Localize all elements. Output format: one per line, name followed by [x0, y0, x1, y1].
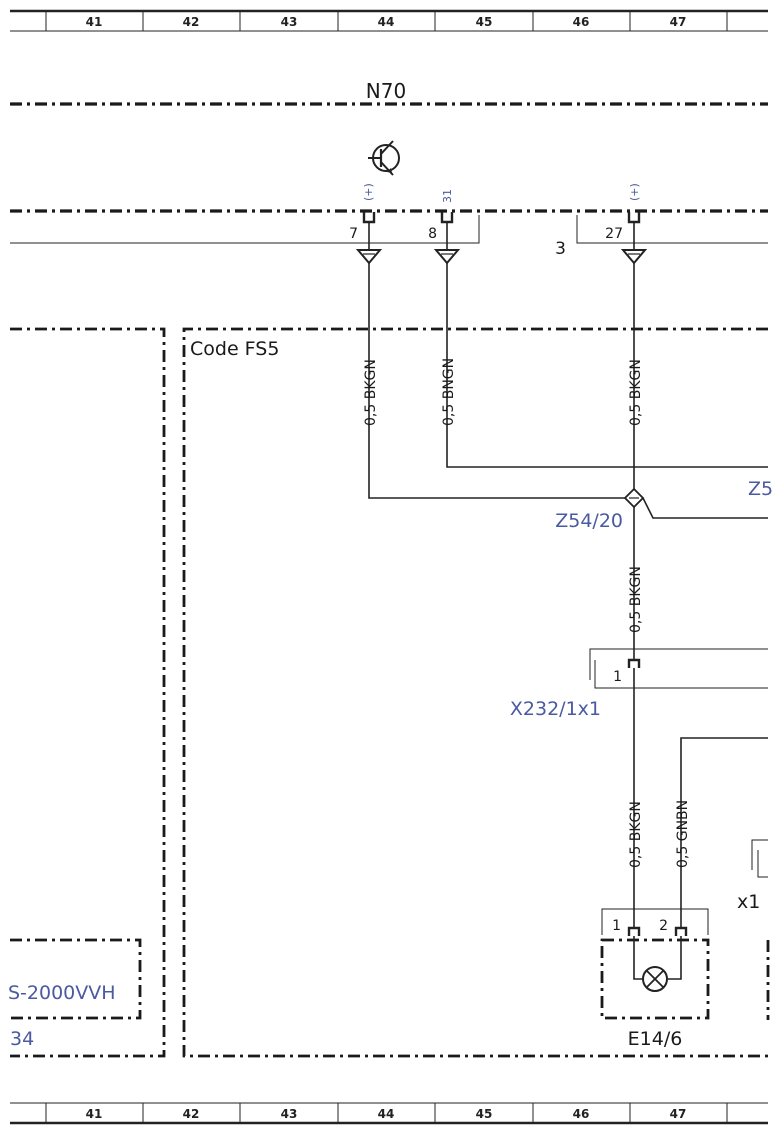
wire-label-bkgn-2: 0,5 BKGN: [628, 359, 644, 426]
connector-number-3: 3: [555, 239, 566, 259]
lamp-pin-1: 1: [612, 918, 621, 934]
pin-number-27: 27: [605, 226, 623, 242]
left-partial-label-2: 34: [10, 1028, 34, 1050]
grid-col-45: 45: [476, 15, 493, 29]
splice-z54-20-label: Z54/20: [555, 510, 623, 532]
module-n70-label: N70: [366, 79, 406, 103]
pin-27-plus-label: (+): [628, 183, 641, 201]
grid-col-42: 42: [183, 15, 200, 29]
grid-col-46-bottom: 46: [573, 1107, 590, 1121]
connector-x232-label: X232/1x1: [510, 698, 601, 720]
grid-col-41: 41: [86, 15, 103, 29]
grid-col-44: 44: [378, 15, 395, 29]
plug-triangle-icon: [620, 249, 648, 265]
module-n70: N70: [10, 79, 768, 213]
wire-bkgn-pin7: 0,5 BKGN: [363, 263, 634, 499]
left-option-boundary: [10, 327, 166, 1058]
connector-x232: 1 X232/1x1: [510, 648, 768, 720]
connector-housing-n70: [10, 215, 768, 244]
wire-label-bkgn-1: 0,5 BKGN: [363, 359, 379, 426]
bottom-grid-ruler: 41 42 43 44 45 46 47: [10, 1102, 768, 1125]
connector-x1-partial: x1: [737, 839, 770, 1020]
grid-col-45-bottom: 45: [476, 1107, 493, 1121]
lamp-bulb-icon: [642, 966, 668, 992]
wire-gnbn-to-lamp: 0,5 GNBN: [675, 737, 768, 928]
grid-col-43-bottom: 43: [281, 1107, 298, 1121]
wire-label-bkgn-3: 0,5 BKGN: [628, 566, 644, 633]
grid-col-47: 47: [670, 15, 687, 29]
code-fs5-label: Code FS5: [190, 338, 279, 360]
plug-triangle-icon: [355, 249, 383, 265]
pin-7-plus-label: (+): [362, 183, 375, 201]
splice-z5-partial-label: Z5: [748, 478, 773, 500]
grid-col-46: 46: [573, 15, 590, 29]
lamp-pin-2: 2: [659, 918, 668, 934]
transistor-icon: [368, 140, 400, 176]
wire-bkgn-pin27: 0,5 BKGN: [628, 263, 644, 490]
connector-x232-pin-1: 1: [613, 669, 622, 685]
grid-col-43: 43: [281, 15, 298, 29]
wire-label-bngn: 0,5 BNGN: [441, 358, 457, 426]
wire-label-gnbn: 0,5 GNBN: [675, 800, 691, 868]
wire-label-bkgn-4: 0,5 BKGN: [628, 801, 644, 868]
pin-terminal-7: (+): [362, 183, 376, 250]
left-partial-component: S-2000VVH 34: [8, 938, 142, 1050]
grid-col-41-bottom: 41: [86, 1107, 103, 1121]
grid-col-47-bottom: 47: [670, 1107, 687, 1121]
grid-col-42-bottom: 42: [183, 1107, 200, 1121]
code-fs5-boundary: Code FS5: [182, 327, 768, 1058]
top-grid-ruler: 41 42 43 44 45 46 47: [10, 9, 768, 32]
pin-terminal-8: 31: [440, 189, 454, 250]
connector-x1-label: x1: [737, 891, 760, 913]
wire-bngn-pin8: 0,5 BNGN: [441, 263, 768, 468]
pin-number-8: 8: [428, 226, 437, 242]
wire-bkgn-splice-to-x232: 0,5 BKGN: [628, 507, 644, 660]
splice-z54-20: Z54/20 Z5: [555, 478, 773, 532]
pin-8-term31-label: 31: [441, 189, 454, 203]
wire-bkgn-x232-to-lamp: 0,5 BKGN: [628, 668, 644, 928]
grid-col-44-bottom: 44: [378, 1107, 395, 1121]
left-partial-label-1: S-2000VVH: [8, 982, 116, 1004]
pin-terminal-27: (+): [627, 183, 641, 250]
plug-triangle-icon: [433, 249, 461, 265]
lamp-e14-6: 1 2 E14/6: [600, 908, 710, 1050]
pin-number-7: 7: [349, 226, 358, 242]
lamp-e14-6-label: E14/6: [628, 1028, 683, 1050]
